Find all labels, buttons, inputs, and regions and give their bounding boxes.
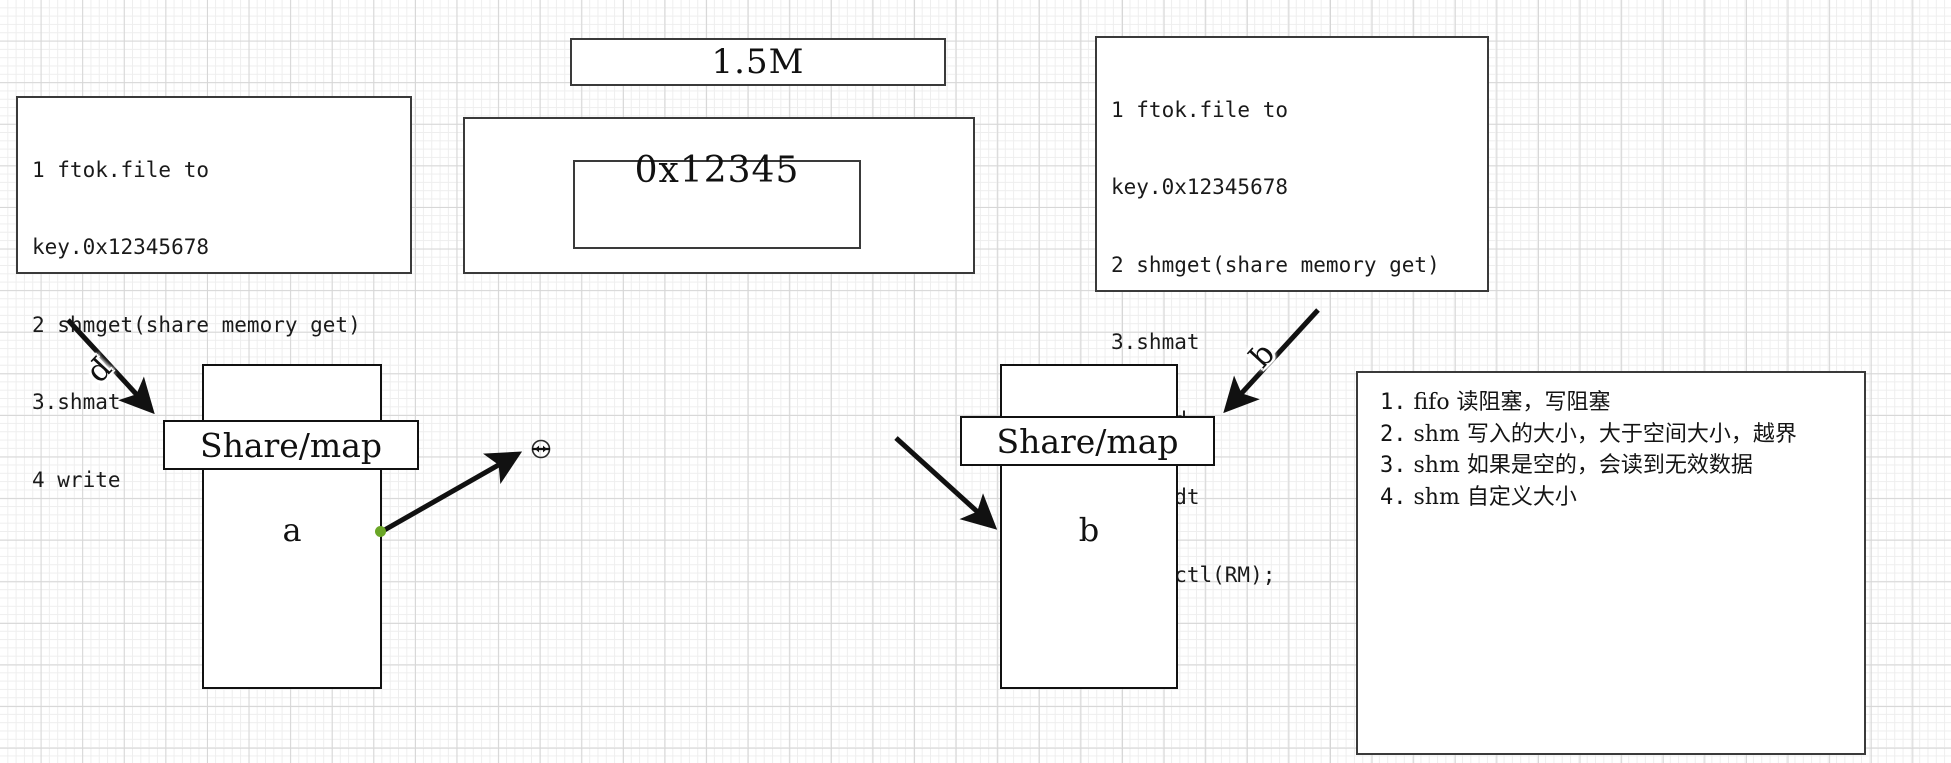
reader-code-line: 2 shmget(share memory get) — [1111, 252, 1440, 277]
note-item: 2. shm 写入的大小，大于空间大小，越界 — [1380, 419, 1848, 451]
note-number: 1. — [1380, 390, 1407, 415]
share-map-label-b: Share/map — [996, 421, 1179, 461]
size-box-label: 1.5M — [711, 42, 805, 82]
column-a[interactable] — [202, 364, 382, 689]
reader-code-line: 3.shmat — [1111, 330, 1200, 355]
size-box[interactable]: 1.5M — [570, 38, 946, 86]
note-number: 2. — [1380, 421, 1407, 447]
green-anchor-dot[interactable] — [375, 526, 386, 537]
writer-code-line: 4 write — [32, 467, 121, 492]
note-item: 3. shm 如果是空的，会读到无效数据 — [1380, 450, 1848, 482]
share-map-band-b[interactable]: Share/map — [960, 416, 1215, 466]
memory-key-value: 0x12345 — [634, 150, 800, 191]
reader-code-line: 1 ftok.file to — [1111, 97, 1289, 122]
memory-key-region-box[interactable] — [573, 160, 861, 249]
share-map-band-a[interactable]: Share/map — [163, 420, 419, 470]
note-number: 3. — [1380, 453, 1407, 479]
note-number: 4. — [1380, 485, 1407, 511]
note-item: 4. shm 自定义大小 — [1380, 482, 1848, 514]
writer-code-line: 3.shmat — [32, 390, 121, 415]
note-text: shm 自定义大小 — [1413, 485, 1577, 511]
notes-box[interactable]: 1. fifo 读阻塞，写阻塞 2. shm 写入的大小，大于空间大小，越界 3… — [1356, 371, 1866, 755]
reader-code-line: key.0x12345678 — [1111, 175, 1289, 200]
writer-code-line: 1 ftok.file to — [32, 157, 210, 182]
column-b-letter: b — [1078, 511, 1100, 549]
resize-cursor-icon — [531, 439, 551, 459]
note-text: shm 如果是空的，会读到无效数据 — [1413, 453, 1753, 479]
note-text: fifo 读阻塞，写阻塞 — [1413, 390, 1611, 415]
column-a-letter: a — [282, 511, 302, 549]
note-item: 1. fifo 读阻塞，写阻塞 — [1380, 387, 1848, 419]
note-text: shm 写入的大小，大于空间大小，越界 — [1413, 421, 1797, 447]
writer-code-line: key.0x12345678 — [32, 235, 210, 260]
share-map-label-a: Share/map — [199, 425, 383, 465]
